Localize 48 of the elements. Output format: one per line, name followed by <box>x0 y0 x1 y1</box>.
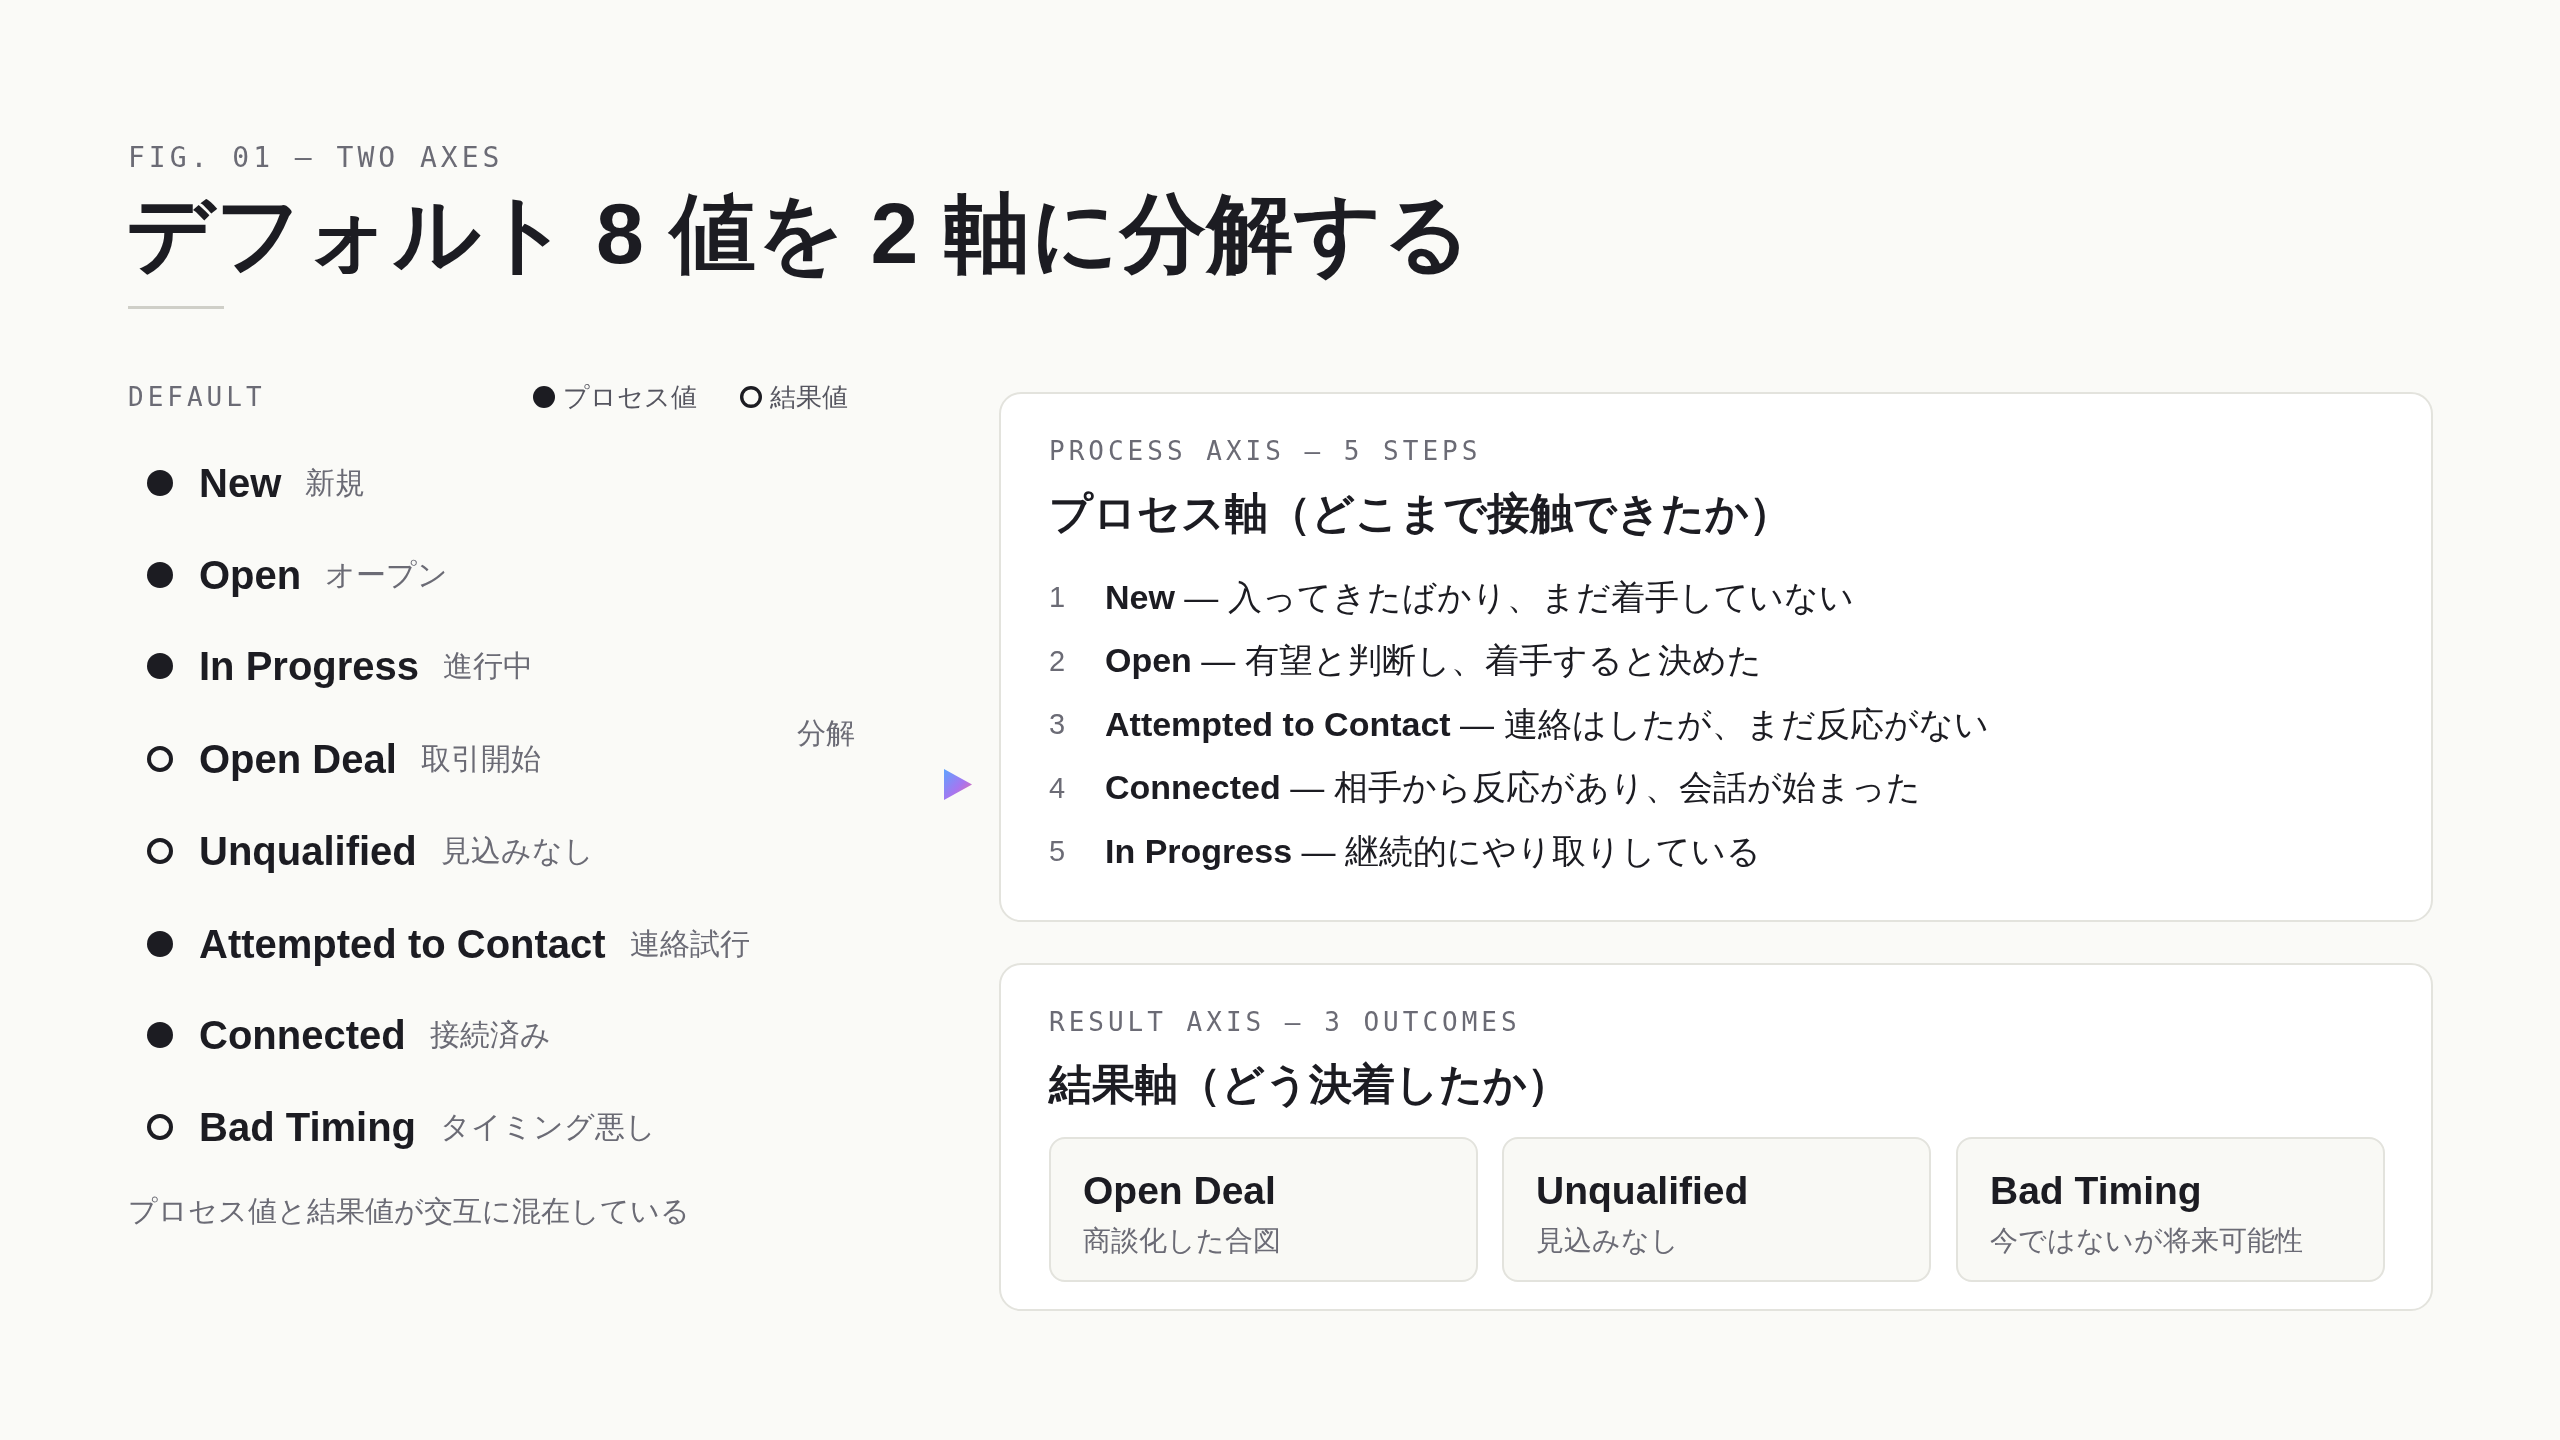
outcome-description: 商談化した合図 <box>1083 1224 1281 1258</box>
panel-heading: 結果軸（どう決着したか） <box>1049 1059 1570 1110</box>
outcome-title: Open Deal <box>1083 1169 1276 1213</box>
status-translation: タイミング悪し <box>440 1108 657 1145</box>
footnote-text: プロセス値と結果値が交互に混在している <box>128 1194 690 1229</box>
status-name: Attempted to Contact <box>199 921 606 967</box>
legend-text: プロセス値 <box>563 380 697 414</box>
panel-header: RESULT AXIS — 3 OUTCOMES <box>1049 1006 1521 1039</box>
step-number: 3 <box>1049 708 1067 742</box>
status-name: In Progress <box>199 643 420 689</box>
status-translation: 新規 <box>305 464 366 501</box>
status-translation: オープン <box>325 556 449 593</box>
status-translation: 取引開始 <box>420 740 541 777</box>
section-label: DEFAULT <box>128 381 266 414</box>
step-number: 1 <box>1049 581 1067 615</box>
status-translation: 接続済み <box>429 1016 551 1053</box>
step-number: 4 <box>1049 771 1067 805</box>
status-name: Bad Timing <box>199 1104 417 1150</box>
arrow-caption: 分解 <box>797 716 855 751</box>
panel-heading: プロセス軸（どこまで接触できたか） <box>1049 488 1792 539</box>
outcome-card <box>1502 1137 1931 1282</box>
status-name: Unqualified <box>199 828 417 874</box>
outcome-title: Unqualified <box>1536 1169 1749 1213</box>
outcome-description: 今ではないが将来可能性 <box>1990 1224 2303 1258</box>
status-name: Connected <box>199 1012 406 1058</box>
step-number: 5 <box>1049 835 1067 869</box>
status-name: New <box>199 460 282 506</box>
diagram-title: デフォルト 8 値を 2 軸に分解する <box>126 184 1473 283</box>
status-translation: 連絡試行 <box>629 925 750 962</box>
step-text: Connected — 相手から反応があり、会話が始まった <box>1105 767 1921 809</box>
legend-text: 結果値 <box>770 380 848 414</box>
outcome-card <box>1956 1137 2385 1282</box>
step-text: New — 入ってきたばかり、まだ着手していない <box>1105 576 1854 618</box>
figure-label: FIG. 01 — TWO AXES <box>128 140 504 176</box>
outcome-title: Bad Timing <box>1990 1169 2202 1213</box>
outcome-card <box>1049 1137 1478 1282</box>
step-text: In Progress — 継続的にやり取りしている <box>1105 830 1761 872</box>
status-name: Open <box>199 552 302 598</box>
process-panel <box>999 392 2433 922</box>
step-text: Attempted to Contact — 連絡はしたが、まだ反応がない <box>1105 703 1989 745</box>
status-translation: 見込みなし <box>440 832 594 869</box>
outcome-description: 見込みなし <box>1536 1224 1679 1258</box>
result-panel <box>999 963 2433 1311</box>
status-name: Open Deal <box>199 736 397 782</box>
step-number: 2 <box>1049 644 1067 678</box>
panel-header: PROCESS AXIS — 5 STEPS <box>1049 435 1482 468</box>
step-text: Open — 有望と判断し、着手すると決めた <box>1105 640 1762 682</box>
status-translation: 進行中 <box>443 647 534 684</box>
